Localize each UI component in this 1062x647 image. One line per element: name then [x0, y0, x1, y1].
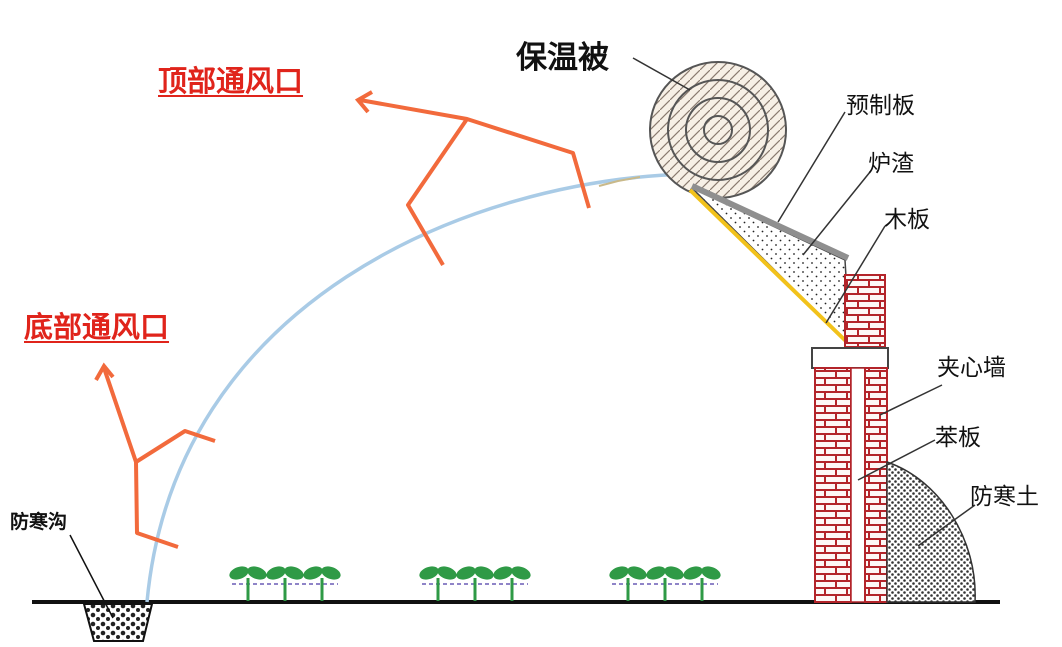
top-vent-label: 顶部通风口: [158, 64, 304, 98]
seedling: [683, 566, 721, 601]
frost-soil-mound: [886, 460, 976, 603]
wood-board-label: 木板: [884, 207, 930, 233]
cavity-wall-outer: [814, 367, 852, 603]
top-vent-arrow: [359, 98, 591, 209]
cavity-wall-leader: [879, 384, 943, 416]
insulation-quilt-leader: [632, 57, 691, 91]
insulation-quilt-roll: [649, 61, 787, 199]
parapet-brick: [844, 274, 886, 348]
cavity-wall-label: 夹心墙: [937, 355, 1006, 381]
film-arch: [145, 172, 689, 603]
frost-trench-fill: [82, 603, 154, 642]
seedling: [456, 566, 494, 601]
cinder-label: 炉渣: [868, 151, 914, 177]
cavity-wall-inner: [864, 367, 888, 603]
bottom-vent-arrow-branch: [134, 429, 216, 464]
seedling: [609, 566, 647, 601]
bottom-vent-label: 底部通风口: [24, 310, 170, 344]
frost-trench-leader: [69, 534, 114, 619]
frost-soil-leader: [917, 504, 976, 547]
seedling: [493, 566, 531, 601]
precast-slab-leader: [777, 111, 846, 223]
ring-beam: [811, 347, 889, 369]
seedling-rows: [229, 566, 721, 601]
seedling: [419, 566, 457, 601]
insulation-quilt-label: 保温被: [516, 40, 609, 76]
wood-board: [688, 188, 854, 349]
polystyrene-board-label: 苯板: [935, 425, 981, 451]
seedling: [303, 566, 341, 601]
seedling: [646, 566, 684, 601]
precast-slab: [690, 183, 850, 261]
bottom-vent-arrowhead: [94, 362, 115, 381]
frost-trench-label: 防寒沟: [10, 511, 68, 533]
top-vent-arrow-lower: [406, 117, 469, 267]
frost-soil-label: 防寒土: [970, 484, 1039, 510]
bottom-vent-arrow: [102, 367, 179, 549]
seedling: [229, 566, 267, 601]
top-vent-arrowhead: [354, 90, 373, 114]
film-seam-mark: [598, 176, 641, 187]
seedling: [266, 566, 304, 601]
precast-slab-label: 预制板: [846, 93, 915, 119]
cinder-leader: [802, 171, 871, 256]
wood-board-leader: [825, 225, 886, 324]
polystyrene-board: [850, 367, 866, 603]
polystyrene-leader: [857, 439, 936, 481]
